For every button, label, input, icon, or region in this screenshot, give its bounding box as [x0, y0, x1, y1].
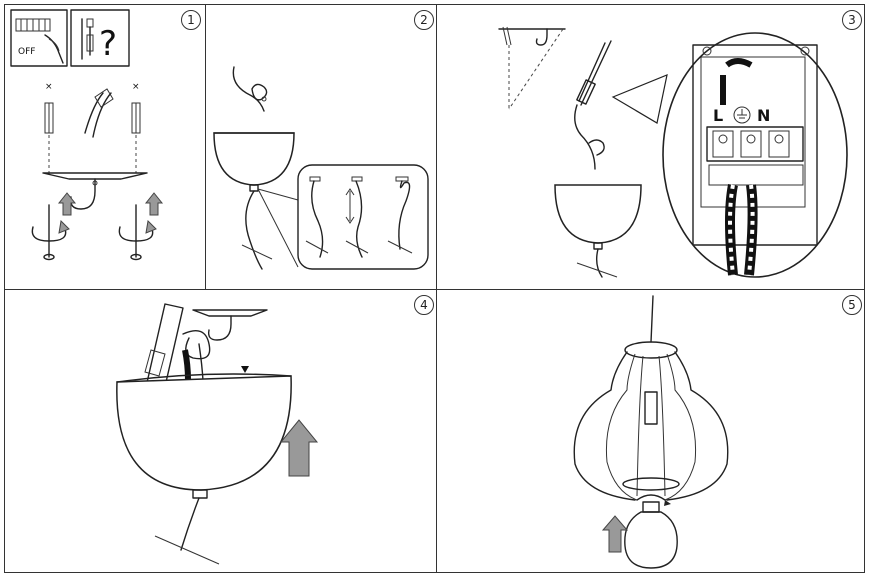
pendant-cable-icon	[650, 295, 654, 343]
cable-length-adjust-callout	[297, 164, 429, 270]
step-number-3: 3	[842, 10, 862, 30]
install-up-arrow-icon	[601, 515, 629, 553]
terminal-block-zoom: L N	[662, 32, 848, 278]
light-bulb-icon	[624, 494, 678, 569]
panel-step-1: 1 OFF ?	[4, 4, 206, 290]
drill-mark-right: ×	[132, 82, 140, 92]
earth-ground-icon	[733, 106, 751, 124]
panel-step-4: 4	[4, 289, 437, 573]
step-5-illustration	[573, 295, 729, 569]
screw-right-icon	[118, 192, 164, 261]
panel-step-3: 3	[436, 4, 865, 290]
hanging-cable-icon	[232, 66, 268, 112]
step-number-1: 1	[181, 10, 201, 30]
switch-off-label: OFF	[18, 47, 35, 57]
wire-bundle-icon	[84, 88, 114, 138]
ceiling-plate-icon	[192, 309, 268, 341]
wall-anchor-left-icon: ×	[44, 82, 54, 173]
step-number-5: 5	[842, 295, 862, 315]
step-number-2: 2	[414, 10, 434, 30]
power-switch-off-icon: OFF	[10, 9, 68, 67]
push-up-arrow-icon	[279, 419, 319, 477]
step-2-illustration	[213, 66, 429, 270]
terminal-live-label: L	[713, 106, 723, 125]
ceiling-hook-icon	[498, 26, 566, 110]
drill-mark-left: ×	[45, 82, 53, 92]
canopy-icon	[554, 184, 642, 278]
panel-step-5: 5	[436, 289, 865, 573]
connector-wire-icon	[574, 40, 612, 170]
panel-step-2: 2	[205, 4, 437, 290]
wall-anchor-right-icon: ×	[131, 82, 141, 173]
screw-left-icon	[31, 192, 77, 261]
terminal-neutral-label: N	[757, 106, 770, 125]
canopy-icon	[116, 373, 292, 565]
lamp-cable-icon	[241, 190, 273, 270]
step-3-illustration: L N	[498, 26, 848, 278]
step-number-4: 4	[414, 295, 434, 315]
cage-shade-icon	[573, 341, 729, 501]
step-4-illustration	[116, 303, 319, 565]
mounting-plate-icon	[42, 172, 148, 210]
question-mark: ?	[99, 24, 117, 64]
tools-required-icon: ?	[70, 9, 130, 67]
step-1-illustration: OFF ? × ×	[10, 9, 164, 261]
canopy-icon	[213, 132, 295, 192]
